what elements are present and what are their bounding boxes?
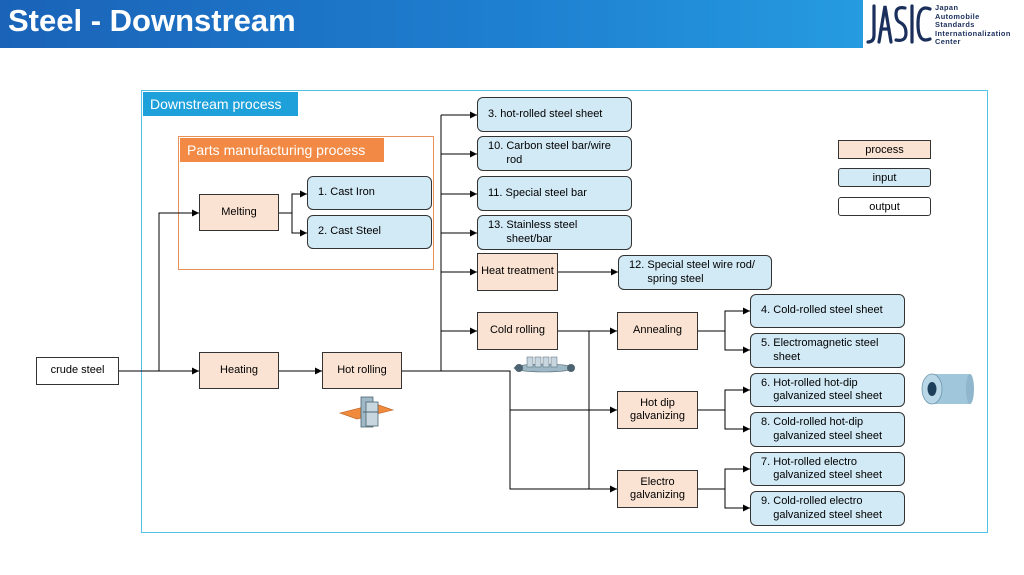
product-number: 7.	[761, 455, 771, 468]
product-number: 1.	[318, 186, 328, 199]
product-11: 11. Special steel bar	[477, 176, 632, 211]
product-number: 13.	[488, 219, 504, 231]
downstream-process-label: Downstream process	[143, 92, 298, 116]
steel-coil-icon	[921, 373, 974, 405]
product-label: Special steel bar	[505, 186, 587, 199]
jasic-logo: Japan Automobile Standards International…	[863, 0, 1024, 48]
cold-rolling-line-icon	[513, 356, 575, 373]
product-number: 2.	[318, 225, 328, 238]
product-label: Hot-rolled hot-dip galvanized steel shee…	[773, 376, 883, 403]
product-number: 12.	[629, 259, 645, 271]
product-label: Cast Steel	[330, 225, 381, 238]
logo-line: Center	[935, 37, 961, 47]
jasic-logo-text: Japan Automobile Standards International…	[935, 3, 1011, 47]
legend-output: output	[838, 197, 931, 216]
cold-rolling-process: Cold rolling	[477, 312, 558, 350]
product-number: 8.	[761, 416, 771, 428]
product-label: Hot-rolled electro galvanized steel shee…	[773, 455, 883, 482]
logo-line: Standards	[935, 20, 975, 30]
product-number: 10.	[488, 140, 504, 152]
product-12: 12. Special steel wire rod/ spring steel	[618, 255, 772, 290]
product-number: 9.	[761, 495, 771, 507]
parts-manufacturing-label: Parts manufacturing process	[180, 138, 384, 162]
product-9: 9. Cold-rolled electro galvanized steel …	[750, 491, 905, 526]
legend-input: input	[838, 168, 931, 187]
product-10: 10. Carbon steel bar/wire rod	[477, 136, 632, 171]
product-5: 5. Electromagnetic steel sheet	[750, 333, 905, 368]
hot-rolling-mill-icon	[338, 396, 395, 428]
product-label: Electromagnetic steel sheet	[773, 337, 879, 363]
heating-process: Heating	[199, 352, 279, 389]
electro-galvanizing-process: Electro galvanizing	[617, 470, 698, 508]
product-number: 6.	[761, 376, 771, 389]
product-number: 5.	[761, 337, 771, 349]
logo-line: Internationalization	[935, 28, 1011, 38]
product-label: Stainless steel sheet/bar	[506, 219, 578, 245]
jasic-logo-mark-icon	[866, 4, 932, 44]
logo-line: Japan	[935, 3, 959, 12]
downstream-frame	[141, 90, 988, 533]
product-cast-steel: 2. Cast Steel	[307, 215, 432, 249]
product-label: hot-rolled steel sheet	[500, 107, 603, 120]
product-label: Cold-rolled electro galvanized steel she…	[773, 495, 883, 521]
crude-steel-node: crude steel	[36, 357, 119, 385]
annealing-process: Annealing	[617, 312, 698, 350]
product-label: Cast Iron	[330, 186, 375, 199]
product-label: Special steel wire rod/ spring steel	[647, 259, 755, 285]
logo-line: Automobile	[935, 11, 980, 21]
heat-treatment-process: Heat treatment	[477, 253, 558, 291]
product-7: 7. Hot-rolled electro galvanized steel s…	[750, 452, 905, 486]
parts-manufacturing-frame	[178, 136, 434, 270]
product-13: 13. Stainless steel sheet/bar	[477, 215, 632, 250]
page-title: Steel - Downstream	[8, 3, 296, 38]
product-label: Cold-rolled steel sheet	[773, 304, 883, 317]
product-6: 6. Hot-rolled hot-dip galvanized steel s…	[750, 373, 905, 407]
product-8: 8. Cold-rolled hot-dip galvanized steel …	[750, 412, 905, 447]
product-number: 11.	[488, 186, 503, 199]
melting-process: Melting	[199, 194, 279, 231]
product-3: 3. hot-rolled steel sheet	[477, 97, 632, 132]
hot-dip-galvanizing-process: Hot dip galvanizing	[617, 391, 698, 429]
product-label: Carbon steel bar/wire rod	[506, 140, 611, 166]
product-cast-iron: 1. Cast Iron	[307, 176, 432, 210]
hot-rolling-process: Hot rolling	[322, 352, 402, 389]
product-number: 4.	[761, 304, 771, 317]
legend-process: process	[838, 140, 931, 159]
product-4: 4. Cold-rolled steel sheet	[750, 294, 905, 328]
product-label: Cold-rolled hot-dip galvanized steel she…	[773, 416, 883, 442]
product-number: 3.	[488, 107, 498, 120]
header-bar: Steel - Downstream	[0, 0, 1024, 48]
